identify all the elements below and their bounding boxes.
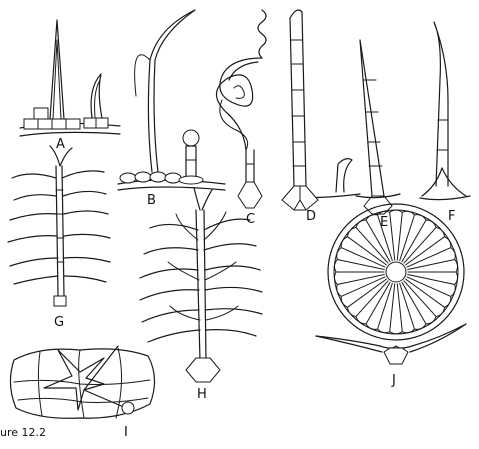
label-f: F — [448, 209, 455, 224]
scale-ray-cell — [402, 282, 426, 329]
figure-caption: ure 12.2 — [0, 426, 46, 439]
trichome-i — [10, 346, 154, 418]
trichome-c — [216, 10, 266, 208]
scale-ray-cell — [408, 272, 458, 285]
label-h: H — [197, 387, 207, 402]
scale-ray-cell — [334, 260, 384, 273]
scale-ray-cell — [404, 227, 445, 263]
scale-ray-cell — [378, 284, 395, 333]
scale-ray-cell — [348, 281, 389, 317]
label-g: G — [54, 315, 64, 330]
trichome-b — [118, 10, 225, 190]
trichome-g — [8, 146, 110, 306]
label-d: D — [306, 209, 316, 224]
trichome-f — [420, 22, 470, 200]
label-b: B — [147, 193, 156, 208]
scale-ray-cell — [408, 260, 458, 273]
trichome-d — [282, 10, 360, 210]
scale-ray-cell — [334, 272, 384, 285]
scale-ray-cell — [397, 211, 414, 260]
label-a: A — [56, 137, 65, 152]
label-j: J — [391, 373, 396, 388]
label-i: I — [124, 425, 128, 440]
trichome-h — [140, 188, 262, 382]
trichome-e — [356, 40, 400, 214]
trichome-a — [20, 20, 120, 136]
trichome-j — [316, 204, 466, 364]
